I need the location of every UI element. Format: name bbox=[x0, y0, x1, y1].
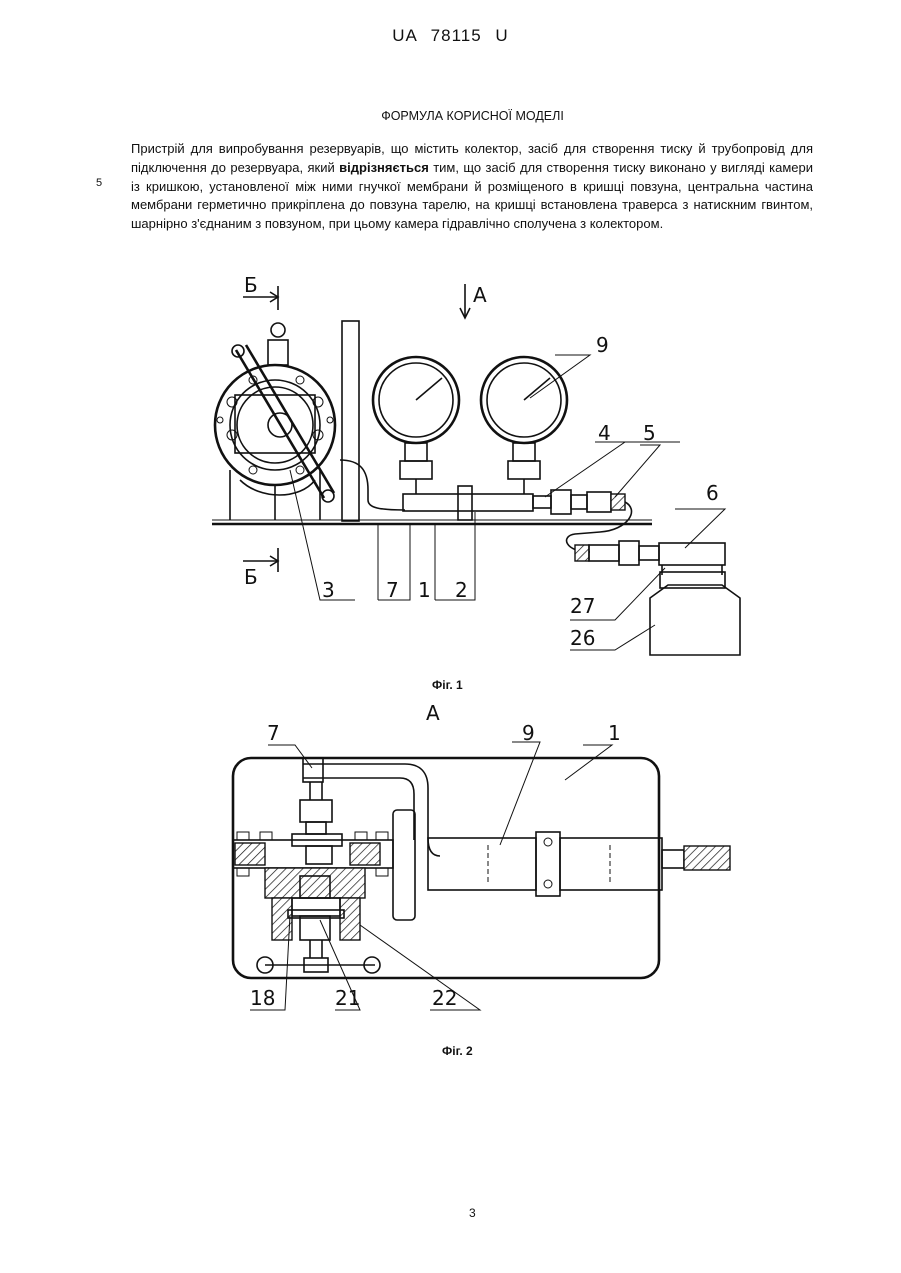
figure-2-caption: Фіг. 2 bbox=[442, 1044, 473, 1058]
page-number: 3 bbox=[469, 1206, 476, 1220]
fig1-part-6: 6 bbox=[706, 481, 719, 505]
fig1-part-26: 26 bbox=[570, 626, 595, 650]
fig1-part-2: 2 bbox=[455, 578, 468, 602]
fig2-part-18: 18 bbox=[250, 986, 275, 1010]
fig2-part-22: 22 bbox=[432, 986, 457, 1010]
fig1-part-3: 3 bbox=[322, 578, 335, 602]
fig2-part-9: 9 bbox=[522, 721, 535, 745]
fig1-part-7: 7 bbox=[386, 578, 399, 602]
fig2-part-21: 21 bbox=[335, 986, 360, 1010]
fig1-section-label-bottom: Б bbox=[244, 565, 258, 589]
figure-1-caption: Фіг. 1 bbox=[432, 678, 463, 692]
fig1-part-4: 4 bbox=[598, 421, 611, 445]
fig2-view-label: А bbox=[426, 701, 440, 725]
fig1-part-1: 1 bbox=[418, 578, 431, 602]
fig2-part-7: 7 bbox=[267, 721, 280, 745]
fig1-part-5: 5 bbox=[643, 421, 656, 445]
fig1-part-27: 27 bbox=[570, 594, 595, 618]
figure-1-drawing bbox=[212, 284, 740, 655]
fig1-section-label-top: Б bbox=[244, 273, 258, 297]
fig1-part-9: 9 bbox=[596, 333, 609, 357]
fig2-part-1: 1 bbox=[608, 721, 621, 745]
fig1-view-label: А bbox=[473, 283, 487, 307]
figure-2-drawing bbox=[233, 742, 730, 1010]
